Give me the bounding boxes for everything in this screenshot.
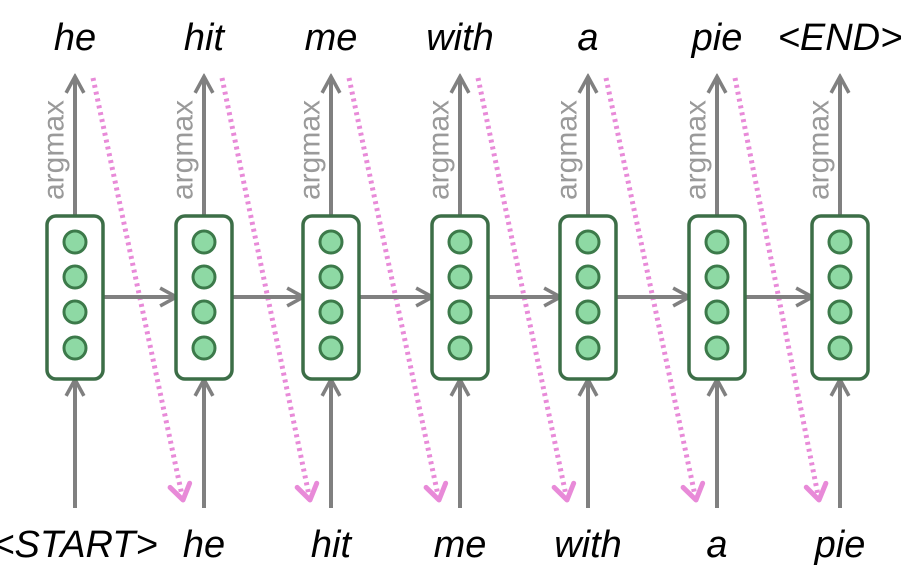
neuron (191, 264, 217, 290)
neuron (318, 264, 344, 290)
neuron (704, 335, 730, 361)
argmax-label: argmax (167, 100, 200, 200)
neuron (191, 335, 217, 361)
neuron (191, 229, 217, 255)
rnn-cell (810, 214, 870, 381)
feedback-arrow (603, 77, 706, 503)
neuron (62, 264, 88, 290)
neuron (827, 229, 853, 255)
feedback-arrow (732, 77, 829, 503)
neuron (704, 264, 730, 290)
output-word: me (305, 17, 358, 59)
input-word: a (706, 524, 727, 566)
neuron (704, 229, 730, 255)
neuron (447, 299, 473, 325)
feedback-arrow (475, 77, 577, 503)
argmax-label: argmax (38, 100, 71, 200)
neuron (62, 229, 88, 255)
argmax-label: argmax (803, 100, 836, 200)
neuron (318, 335, 344, 361)
feedback-arrow (90, 77, 193, 503)
input-word: pie (814, 524, 866, 566)
neuron (827, 299, 853, 325)
neuron (318, 229, 344, 255)
input-word: me (434, 524, 487, 566)
neuron (575, 264, 601, 290)
argmax-label: argmax (680, 100, 713, 200)
rnn-cells (45, 214, 870, 381)
neuron (447, 229, 473, 255)
feedback-arrows (90, 77, 829, 503)
word-labels: argmax he <START> argmax hit he argmax me hit arg… (0, 17, 902, 566)
neuron (191, 299, 217, 325)
neuron (62, 299, 88, 325)
neuron (827, 335, 853, 361)
rnn-cell (687, 214, 747, 381)
neuron (447, 264, 473, 290)
output-word: pie (691, 17, 743, 59)
neuron (575, 229, 601, 255)
output-word: <END> (778, 17, 903, 59)
output-word: he (54, 17, 96, 59)
output-word: with (426, 17, 494, 59)
neuron (704, 299, 730, 325)
rnn-cell (174, 214, 234, 381)
neuron (62, 335, 88, 361)
input-word: <START> (0, 524, 158, 566)
rnn-cell (45, 214, 105, 381)
rnn-cell (301, 214, 361, 381)
neuron (575, 335, 601, 361)
argmax-label: argmax (294, 100, 327, 200)
rnn-cell (430, 214, 490, 381)
feedback-arrow (219, 77, 320, 503)
neuron (575, 299, 601, 325)
argmax-label: argmax (423, 100, 456, 200)
output-word: hit (184, 17, 226, 59)
input-word: he (183, 524, 225, 566)
neuron (318, 299, 344, 325)
input-word: hit (311, 524, 353, 566)
neuron (827, 264, 853, 290)
argmax-label: argmax (551, 100, 584, 200)
neuron (447, 335, 473, 361)
output-word: a (577, 17, 598, 59)
input-word: with (554, 524, 622, 566)
rnn-cell (558, 214, 618, 381)
feedback-arrow (346, 77, 449, 503)
connection-arrows (75, 78, 840, 508)
